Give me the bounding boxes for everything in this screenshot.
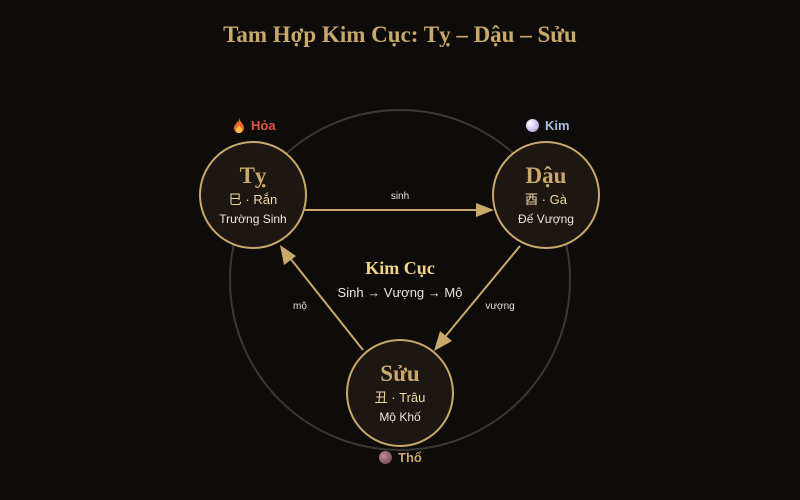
node-branch: 巳 · Rắn <box>228 192 278 207</box>
edge-vuong <box>443 245 521 339</box>
node-stage: Mộ Khố <box>379 410 421 424</box>
node-dau[interactable]: Dậu 酉 · Gà Đế Vượng <box>492 141 600 249</box>
node-stage: Trường Sinh <box>219 212 287 226</box>
arrowhead-icon <box>280 245 296 265</box>
node-ty[interactable]: Tỵ 巳 · Rắn Trường Sinh <box>199 141 307 249</box>
arrowhead-icon <box>476 203 494 217</box>
metal-orb-icon <box>526 119 539 132</box>
center-subtitle: Sinh → Vượng → Mộ <box>337 285 463 300</box>
node-suu[interactable]: Sửu 丑 · Trâu Mộ Khố <box>346 339 454 447</box>
edge-label-vuong: vượng <box>485 301 515 312</box>
node-name: Sửu <box>380 361 420 386</box>
element-label-hoa: Hỏa <box>233 118 276 133</box>
node-branch: 丑 · Trâu <box>374 390 426 405</box>
element-label-tho: Thổ <box>379 450 422 465</box>
diagram-title: Tam Hợp Kim Cục: Tỵ – Dậu – Sửu <box>223 22 577 47</box>
node-stage: Đế Vượng <box>518 212 574 226</box>
edge-label-mo: mộ <box>293 301 307 312</box>
node-branch: 酉 · Gà <box>525 192 567 207</box>
earth-orb-icon <box>379 451 392 464</box>
element-label-kim: Kim <box>526 118 570 133</box>
outer-ring <box>229 109 571 451</box>
center-title: Kim Cục <box>365 258 435 278</box>
edge-mo <box>289 257 364 351</box>
fire-icon <box>234 118 244 133</box>
arrowhead-icon <box>434 331 452 351</box>
node-name: Tỵ <box>239 163 267 188</box>
node-name: Dậu <box>525 163 567 188</box>
edge-label-sinh: sinh <box>390 191 410 202</box>
